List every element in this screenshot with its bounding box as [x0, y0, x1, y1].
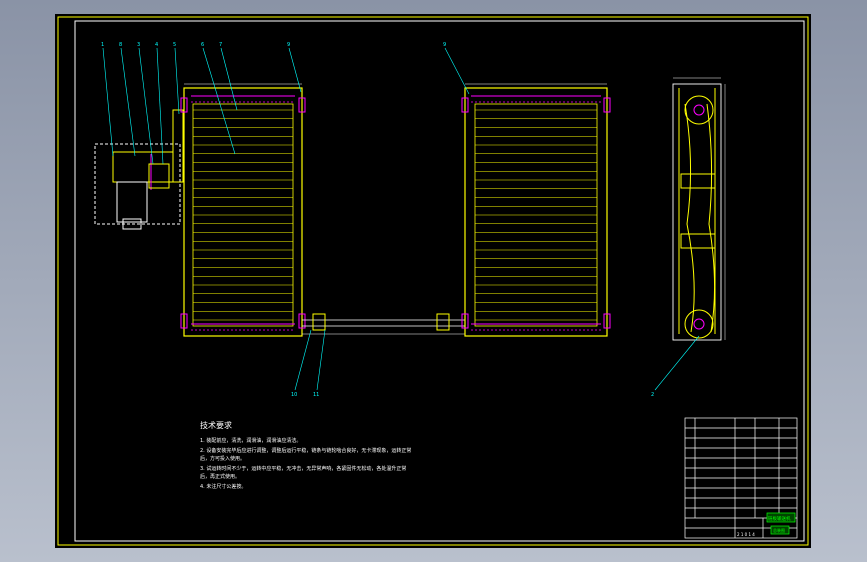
company-code: 2 1 0 1 4 [737, 532, 755, 537]
connecting-shaft [302, 313, 465, 335]
side-view [672, 77, 726, 341]
balloon-7: 7 [219, 42, 222, 48]
right-conveyor-frame [464, 87, 608, 337]
shaft-coupling-left [312, 313, 326, 331]
balloon-1: 1 [101, 42, 104, 48]
drawing-title: 链板输送机 [768, 515, 791, 522]
balloon-4: 4 [155, 42, 158, 48]
side-view-frame [672, 83, 722, 341]
left-slats [193, 109, 293, 321]
side-support-lower [680, 233, 716, 249]
balloon-11: 11 [313, 392, 319, 398]
note-line-4: 3. 试运转时间不少于，运转中应平稳，无冲击，无异常声响，各紧固件无松动，各处温… [200, 465, 406, 472]
balloon-2: 8 [119, 42, 122, 48]
left-conveyor [180, 83, 306, 337]
right-slats [475, 109, 597, 321]
balloon-3: 3 [137, 42, 140, 48]
inner-border [74, 20, 805, 542]
drawing-number: 总装图 [773, 527, 785, 533]
tail-sprocket [684, 309, 714, 339]
motor-fan-cover [122, 218, 142, 230]
note-line-3: 后，方可投入使用。 [200, 455, 245, 462]
note-line-5: 后，再正式使用。 [200, 473, 240, 480]
shaft-coupling-right [436, 313, 450, 331]
drive-motor-assembly [94, 109, 184, 230]
balloon-9: 9 [443, 42, 446, 48]
coupling [148, 163, 170, 189]
title-block [684, 417, 798, 539]
cad-viewport[interactable]: 1 8 3 4 5 6 7 9 9 10 11 2 技术要求 1. 装配前应，清… [55, 14, 811, 548]
head-sprocket [684, 95, 714, 125]
right-conveyor [461, 83, 611, 337]
balloon-6: 6 [201, 42, 204, 48]
assembly-drawing: 1 8 3 4 5 6 7 9 9 10 11 2 技术要求 1. 装配前应，清… [57, 16, 809, 546]
note-line-1: 1. 装配前应，清洗，润滑油，润滑油应清洁。 [200, 437, 301, 444]
notes-heading: 技术要求 [200, 420, 232, 430]
motor-base-outline [94, 143, 181, 225]
balloon-5: 5 [173, 42, 176, 48]
outer-border [57, 16, 809, 546]
note-line-2: 2. 设备安装完毕后应进行调整，调整后运行平稳，链条与链轮啮合良好，无卡滞现象，… [200, 447, 411, 454]
side-support-upper [680, 173, 716, 189]
drive-shaft-bearing [172, 109, 184, 183]
balloon-10: 10 [291, 392, 297, 398]
balloon-8: 9 [287, 42, 290, 48]
balloon-12: 2 [651, 392, 654, 398]
gearbox [112, 151, 174, 183]
left-conveyor-frame [183, 87, 303, 337]
part-balloons: 1 8 3 4 5 6 7 9 9 10 11 2 [101, 42, 700, 398]
motor-body [116, 181, 148, 223]
note-line-6: 4. 未注尺寸公差按。 [200, 483, 246, 490]
technical-notes: 技术要求 1. 装配前应，清洗，润滑油，润滑油应清洁。 2. 设备安装完毕后应进… [200, 420, 411, 490]
